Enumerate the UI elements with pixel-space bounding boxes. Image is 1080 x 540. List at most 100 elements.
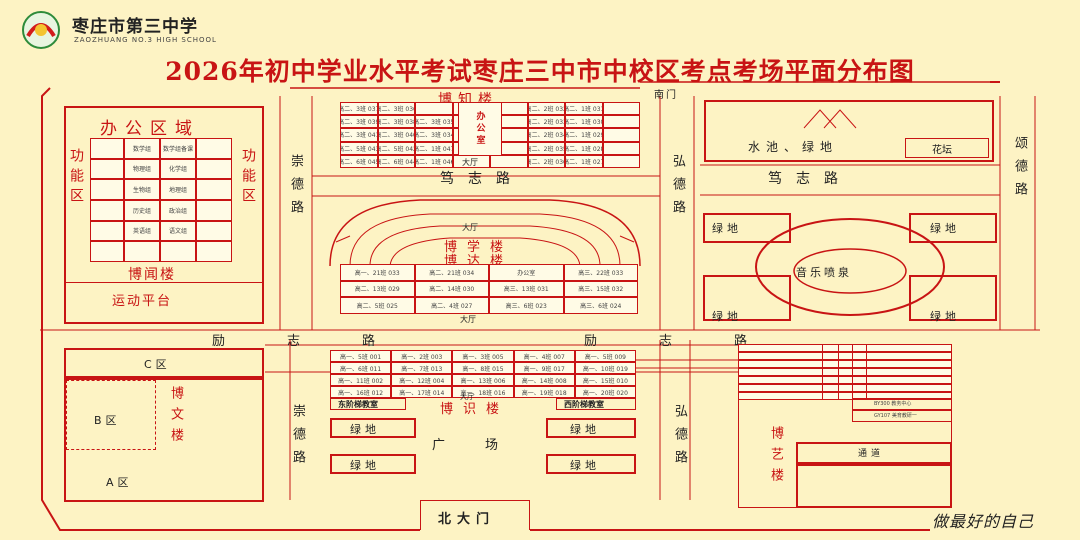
school-logo-icon bbox=[22, 11, 60, 49]
ab-zone bbox=[64, 378, 264, 502]
exam-room: 高二、1班 047 bbox=[415, 141, 453, 155]
hall-label-mid: 大厅 bbox=[462, 223, 478, 232]
exam-room: 高一、16班 012 bbox=[330, 386, 392, 398]
exam-room: 高二、1班 046 bbox=[415, 154, 453, 168]
bowen-label: 博闻楼 bbox=[128, 267, 176, 283]
exam-room: 高三、6班 023 bbox=[489, 297, 564, 314]
slogan: 做最好的自己 bbox=[932, 512, 1035, 531]
lvdi-6: 绿地 bbox=[570, 423, 600, 436]
exam-room: 高二、2班 036 bbox=[527, 154, 565, 168]
lvdi-3: 绿地 bbox=[712, 310, 742, 323]
office-room bbox=[196, 241, 232, 262]
boyi-grid bbox=[738, 344, 952, 400]
exam-room: 高二、6班 045 bbox=[340, 154, 378, 168]
exam-room: 高二、21班 034 bbox=[414, 264, 489, 281]
exam-room: 高三、22班 033 bbox=[563, 264, 638, 281]
exam-room: 高一、8班 015 bbox=[452, 362, 514, 374]
a-zone-label: A区 bbox=[106, 476, 133, 489]
office-room: 化学组 bbox=[160, 158, 196, 180]
b-zone-label: B区 bbox=[94, 414, 121, 427]
office-room bbox=[196, 220, 232, 242]
nanmen-label: 南门 bbox=[654, 90, 678, 101]
exam-room: 高一、17班 014 bbox=[391, 386, 453, 398]
office-room bbox=[90, 199, 124, 221]
office-room bbox=[90, 220, 124, 242]
sports-label: 运动平台 bbox=[112, 294, 173, 309]
beidamen-label: 北大门 bbox=[438, 512, 496, 527]
exam-room: 高一、18班 016 bbox=[452, 386, 514, 398]
boyi-bottom-box bbox=[796, 464, 952, 508]
exam-room: 高二、1班 029 bbox=[565, 128, 603, 142]
exam-room: 高二、1班 028 bbox=[565, 141, 603, 155]
fountain-area bbox=[703, 213, 997, 321]
exam-room: 高三、6班 024 bbox=[563, 297, 638, 314]
office-room bbox=[160, 241, 196, 262]
office-room: 数学组备课 bbox=[160, 138, 196, 159]
boxue-arc bbox=[329, 199, 641, 267]
boshi-label: 博识楼 bbox=[440, 402, 510, 417]
exam-room: 高一、13班 006 bbox=[452, 374, 514, 386]
lvdi-2: 绿地 bbox=[930, 222, 960, 235]
chongde-road-top: 崇德路 bbox=[288, 154, 303, 223]
exam-room: 高二、3班 040 bbox=[377, 128, 415, 142]
exam-room: 高二、2班 032 bbox=[527, 102, 565, 116]
duzhi-right: 笃志路 bbox=[768, 171, 852, 187]
exam-room: 办公室 bbox=[489, 264, 564, 281]
lvdi-box-2 bbox=[546, 418, 636, 438]
exam-room: 高二、1班 030 bbox=[565, 115, 603, 129]
tree-sketch-icon bbox=[803, 109, 857, 129]
boyi-room-2-label: GY107 美育教研一 bbox=[874, 413, 917, 419]
lvdi-1: 绿地 bbox=[712, 222, 742, 235]
pool-area bbox=[704, 100, 994, 162]
exam-room: 高三、13班 031 bbox=[489, 280, 564, 298]
exam-room: 高一、5班 001 bbox=[330, 350, 392, 362]
exam-room: 高二、3班 035 bbox=[415, 115, 453, 129]
lvdi-box-3 bbox=[330, 454, 416, 474]
exam-room: 高二、5班 042 bbox=[377, 141, 415, 155]
exam-room: 高一、2班 003 bbox=[391, 350, 453, 362]
lizhi-right: 励志路 bbox=[584, 334, 810, 349]
lizhi-left: 励志路 bbox=[212, 334, 438, 349]
xijieti-label: 西阶梯教室 bbox=[564, 400, 604, 409]
exam-room: 高二、13班 029 bbox=[340, 280, 415, 298]
exam-room bbox=[415, 102, 453, 116]
exam-room: 高二、3班 036 bbox=[377, 102, 415, 116]
lvdi-7: 绿地 bbox=[350, 459, 380, 472]
boyi-divider-2 bbox=[838, 344, 839, 400]
exam-room: 高一、20班 020 bbox=[574, 386, 636, 398]
lvdi-box-1 bbox=[330, 418, 416, 438]
office-room bbox=[90, 241, 124, 262]
func-right-label: 功能区 bbox=[240, 148, 256, 208]
hall-label-boshi: 大厅 bbox=[460, 393, 474, 401]
lvdi-box-4 bbox=[546, 454, 636, 474]
office-room: 数学组 bbox=[124, 138, 160, 159]
exam-room: 高一、7班 013 bbox=[391, 362, 453, 374]
office-room bbox=[196, 179, 232, 200]
func-left-label: 功能区 bbox=[68, 148, 84, 208]
songde-road: 颂德路 bbox=[1012, 136, 1027, 205]
office-room bbox=[196, 158, 232, 180]
exam-room: 高二、5班 025 bbox=[340, 297, 415, 314]
office-room bbox=[90, 179, 124, 200]
exam-room bbox=[602, 115, 640, 129]
exam-room bbox=[602, 128, 640, 142]
guangchang-label: 广场 bbox=[432, 438, 539, 453]
office-room: 生物组 bbox=[124, 179, 160, 200]
office-room bbox=[196, 138, 232, 159]
exam-room: 高二、2班 034 bbox=[527, 128, 565, 142]
exam-room bbox=[490, 154, 528, 168]
xijieti-box bbox=[556, 398, 636, 410]
exam-room: 高一、11班 002 bbox=[330, 374, 392, 386]
chongde-road-bottom: 崇德路 bbox=[290, 404, 305, 473]
exam-room: 高一、6班 011 bbox=[330, 362, 392, 374]
exam-room: 高一、19班 018 bbox=[513, 386, 575, 398]
boxue-label: 博学楼 bbox=[444, 240, 514, 255]
dongjieti-label: 东阶梯教室 bbox=[338, 400, 378, 409]
gate-box bbox=[420, 500, 530, 530]
c-zone-label: C区 bbox=[144, 358, 171, 371]
tongdao-label: 通道 bbox=[858, 449, 885, 459]
fountain-label: 音乐喷泉 bbox=[796, 266, 852, 279]
exam-room: 高二、3班 041 bbox=[340, 128, 378, 142]
